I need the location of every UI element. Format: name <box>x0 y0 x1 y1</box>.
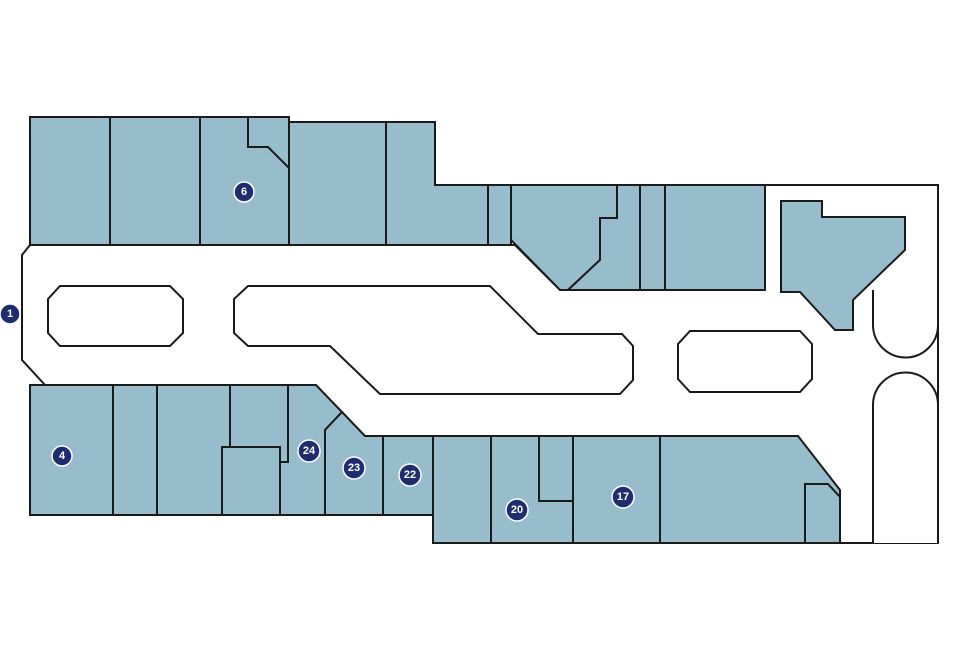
top-units <box>29 116 906 331</box>
corridor-islands <box>47 285 939 543</box>
svg-text:1: 1 <box>7 308 13 320</box>
marker-6[interactable]: 6 <box>233 181 255 203</box>
unit-top-5[interactable] <box>385 121 489 246</box>
marker-24[interactable]: 24 <box>297 439 321 463</box>
svg-text:6: 6 <box>241 186 247 198</box>
island-right <box>677 330 813 393</box>
unit-bottom-2[interactable] <box>112 384 158 516</box>
unit-bottom-14[interactable] <box>804 483 841 544</box>
unit-top-10[interactable] <box>664 184 766 291</box>
island-left <box>47 285 184 347</box>
marker-1[interactable]: 1 <box>0 303 21 325</box>
svg-text:20: 20 <box>511 504 523 516</box>
marker-4[interactable]: 4 <box>51 445 73 467</box>
unit-bottom-11[interactable] <box>538 435 574 502</box>
unit-top-4[interactable] <box>288 121 387 246</box>
entrance-arch-top <box>872 290 939 359</box>
unit-6-annex[interactable] <box>247 116 290 171</box>
unit-top-9[interactable] <box>639 184 666 291</box>
unit-4[interactable] <box>29 384 114 516</box>
unit-22[interactable] <box>382 435 434 516</box>
unit-top-6[interactable] <box>487 184 512 246</box>
marker-20[interactable]: 20 <box>505 498 529 522</box>
svg-text:23: 23 <box>348 462 360 474</box>
marker-22[interactable]: 22 <box>398 463 422 487</box>
unit-bottom-5[interactable] <box>221 446 281 516</box>
marker-23[interactable]: 23 <box>342 456 366 480</box>
marker-17[interactable]: 17 <box>611 485 635 509</box>
svg-text:24: 24 <box>303 445 316 457</box>
island-center <box>233 285 634 395</box>
svg-text:17: 17 <box>617 491 629 503</box>
unit-bottom-9[interactable] <box>432 435 492 544</box>
unit-bottom-3[interactable] <box>156 384 231 516</box>
svg-text:4: 4 <box>59 450 66 462</box>
unit-top-1[interactable] <box>29 116 111 246</box>
unit-top-2[interactable] <box>109 116 201 246</box>
svg-text:22: 22 <box>404 469 416 481</box>
unit-top-11[interactable] <box>780 200 906 331</box>
entrance-arch-bottom <box>872 371 939 543</box>
markers: 1 4 6 17 20 22 23 24 <box>0 181 635 522</box>
